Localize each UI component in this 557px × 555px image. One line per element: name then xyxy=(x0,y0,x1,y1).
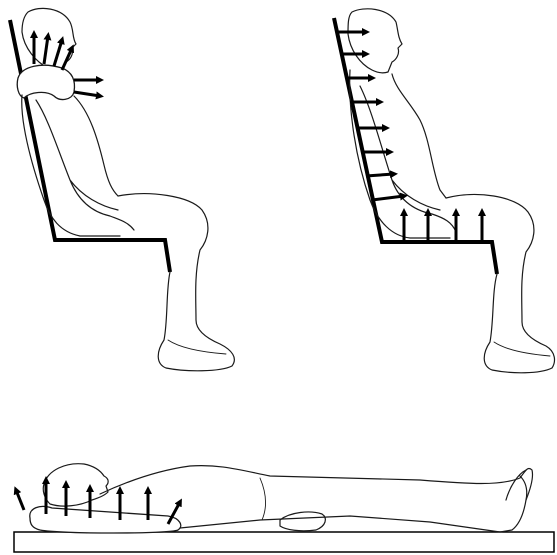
chair-frame-right xyxy=(334,18,497,274)
hip-line-3 xyxy=(260,478,266,520)
leg-outline-2 xyxy=(446,194,554,372)
support-arrow xyxy=(44,36,48,64)
foot-outline-3 xyxy=(506,470,527,500)
head-outline-2 xyxy=(348,9,402,73)
seated-figure-backrest xyxy=(334,9,554,373)
seated-figure-headrest xyxy=(10,8,234,370)
chest-outline-1 xyxy=(74,96,118,196)
support-arrow xyxy=(74,92,100,96)
mattress xyxy=(14,532,554,552)
hand-outline-3 xyxy=(280,512,325,531)
neck-pillow-1 xyxy=(17,65,74,99)
lying-figure xyxy=(14,464,554,552)
support-arrow xyxy=(372,196,404,200)
chest-outline-2 xyxy=(392,74,446,198)
support-arrow xyxy=(16,490,24,510)
support-arrow xyxy=(62,48,72,70)
head-outline-3 xyxy=(43,464,108,506)
shoe-line-1 xyxy=(168,340,226,354)
neck-pillow-3 xyxy=(30,506,181,533)
support-arrow xyxy=(54,40,62,66)
support-arrow xyxy=(366,174,394,176)
